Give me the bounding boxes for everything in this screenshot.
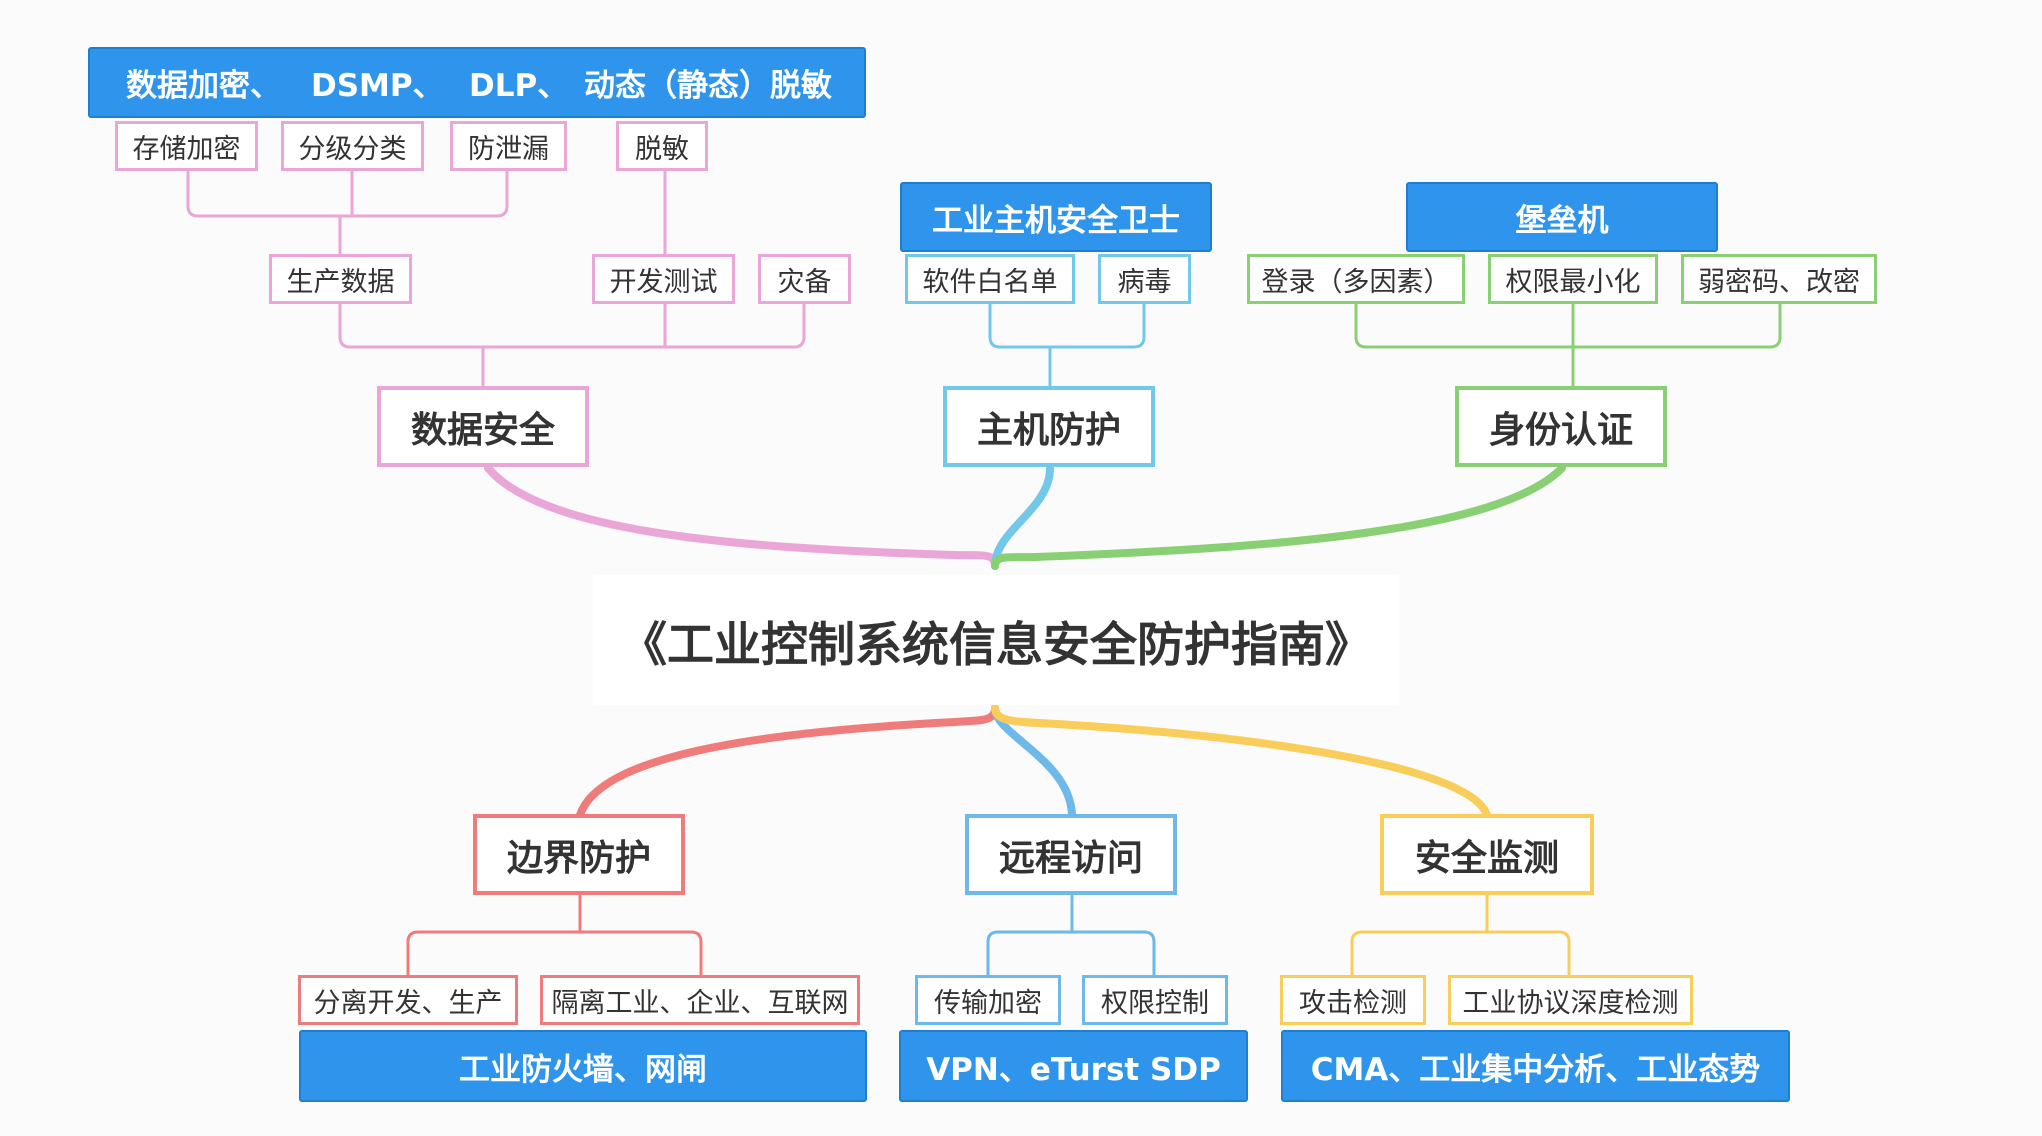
node-leak-prevention[interactable]: 防泄漏 — [450, 121, 567, 171]
central-topic-title: 《工业控制系统信息安全防护指南》 — [593, 575, 1399, 705]
banner-part-dlp: DLP、 — [469, 68, 569, 104]
node-attack-detection[interactable]: 攻击检测 — [1280, 975, 1426, 1025]
node-weak-password[interactable]: 弱密码、改密 — [1681, 254, 1877, 304]
node-protocol-deep-inspection[interactable]: 工业协议深度检测 — [1448, 975, 1693, 1025]
topic-identity-auth[interactable]: 身份认证 — [1455, 386, 1667, 467]
node-access-control[interactable]: 权限控制 — [1082, 975, 1228, 1025]
connectors-identity — [1354, 302, 1782, 387]
topic-host-protection[interactable]: 主机防护 — [943, 386, 1155, 467]
banner-bastion-host: 堡垒机 — [1406, 182, 1718, 252]
node-dev-test[interactable]: 开发测试 — [592, 254, 735, 304]
branch-curve-monitoring — [991, 704, 1491, 819]
topic-security-monitoring[interactable]: 安全监测 — [1380, 814, 1594, 895]
banner-part-desensitization: 动态（静态）脱敏 — [584, 68, 832, 104]
branch-curve-boundary — [576, 704, 999, 819]
connectors-boundary — [406, 894, 703, 976]
node-virus[interactable]: 病毒 — [1098, 254, 1191, 304]
node-multi-factor-login[interactable]: 登录（多因素） — [1247, 254, 1465, 304]
banner-part-dsmp: DSMP、 — [311, 68, 444, 104]
connectors-remote-access — [986, 894, 1156, 976]
connectors-data-security — [186, 164, 806, 387]
node-least-privilege[interactable]: 权限最小化 — [1488, 254, 1658, 304]
banner-cma-situational: CMA、工业集中分析、工业态势 — [1281, 1030, 1790, 1102]
node-disaster-backup[interactable]: 灾备 — [758, 254, 851, 304]
topic-data-security[interactable]: 数据安全 — [377, 386, 589, 467]
topic-boundary-protection[interactable]: 边界防护 — [473, 814, 685, 895]
node-storage-encryption[interactable]: 存储加密 — [115, 121, 258, 171]
branch-curve-identity — [991, 464, 1566, 570]
branch-curve-data-security — [484, 464, 999, 570]
topic-remote-access[interactable]: 远程访问 — [965, 814, 1177, 895]
node-desensitization[interactable]: 脱敏 — [616, 121, 708, 171]
node-classification[interactable]: 分级分类 — [281, 121, 424, 171]
banner-data-security-tools: 数据加密、 DSMP、 DLP、 动态（静态）脱敏 — [88, 47, 866, 118]
banner-industrial-host-guard: 工业主机安全卫士 — [900, 182, 1212, 252]
connectors-host-protection — [988, 302, 1146, 387]
node-separate-dev-prod[interactable]: 分离开发、生产 — [298, 975, 518, 1025]
banner-vpn-sdp: VPN、eTurst SDP — [899, 1030, 1248, 1102]
node-software-whitelist[interactable]: 软件白名单 — [905, 254, 1075, 304]
node-transport-encryption[interactable]: 传输加密 — [915, 975, 1061, 1025]
node-isolate-networks[interactable]: 隔离工业、企业、互联网 — [540, 975, 860, 1025]
connectors-monitoring — [1350, 894, 1571, 976]
banner-industrial-firewall: 工业防火墙、网闸 — [299, 1030, 867, 1102]
branch-curve-host-protection — [991, 464, 1054, 570]
banner-part-data-encryption: 数据加密、 — [126, 68, 281, 104]
node-production-data[interactable]: 生产数据 — [269, 254, 412, 304]
